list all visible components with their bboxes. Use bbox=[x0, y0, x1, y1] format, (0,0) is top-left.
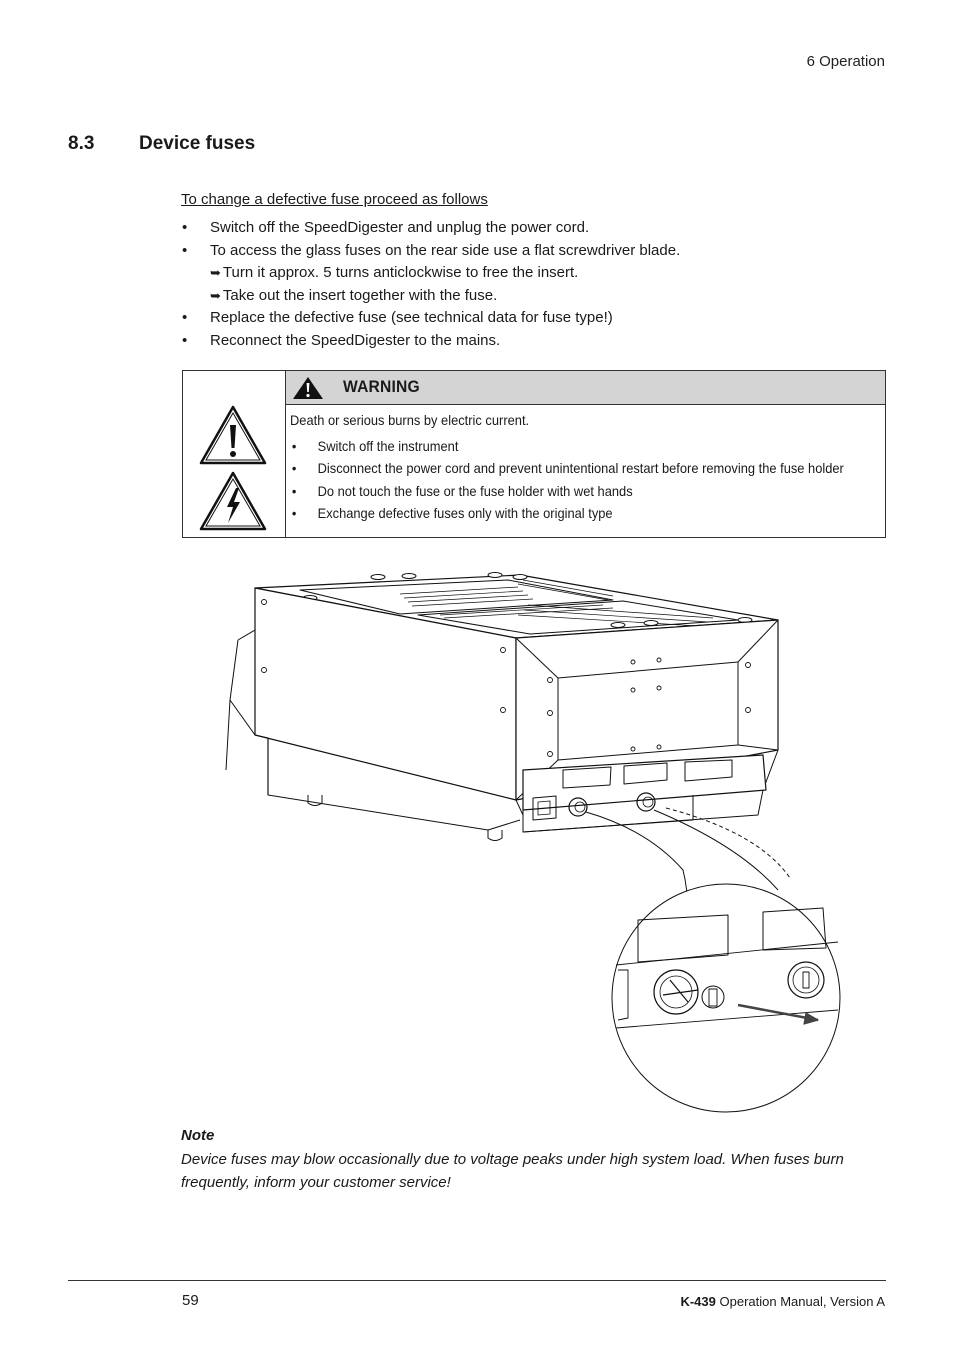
note-text: Device fuses may blow occasionally due t… bbox=[181, 1151, 844, 1191]
electric-hazard-icon bbox=[199, 471, 267, 531]
result-arrow-icon: ➥ bbox=[210, 287, 221, 303]
page-number: 59 bbox=[182, 1292, 199, 1309]
model-name: K-439 bbox=[680, 1294, 716, 1309]
hazard-icons bbox=[199, 405, 267, 531]
warning-item: •Disconnect the power cord and prevent u… bbox=[291, 460, 844, 476]
warning-icons bbox=[183, 371, 286, 537]
warning-box: WARNING Death or serious burns by electr… bbox=[182, 370, 886, 538]
warning-lead: Death or serious burns by electric curre… bbox=[290, 412, 530, 428]
step-item: •Switch off the SpeedDigester and unplug… bbox=[182, 219, 590, 236]
manual-version: Operation Manual, Version A bbox=[715, 1294, 886, 1309]
step-item: •Replace the defective fuse (see technic… bbox=[182, 309, 613, 326]
warning-header: WARNING bbox=[286, 371, 885, 405]
warning-title: WARNING bbox=[343, 377, 420, 396]
section-number: 8.3 bbox=[68, 133, 95, 154]
footer-rule bbox=[68, 1280, 886, 1281]
note-title: Note bbox=[181, 1127, 215, 1144]
fuse-illustration bbox=[225, 572, 841, 1113]
running-header: 6 Operation bbox=[806, 53, 885, 70]
warning-item: •Exchange defective fuses only with the … bbox=[291, 505, 613, 521]
warning-item: •Switch off the instrument bbox=[291, 437, 459, 454]
step-item: •Reconnect the SpeedDigester to the main… bbox=[182, 331, 501, 349]
warning-body: Death or serious burns by electric curre… bbox=[290, 409, 844, 525]
footer-manual-title: K-439 Operation Manual, Version A bbox=[680, 1294, 885, 1309]
warning-item: •Do not touch the fuse or the fuse holde… bbox=[291, 482, 633, 499]
step-result: ➥Turn it approx. 5 turns anticlockwise t… bbox=[210, 264, 579, 281]
step-item: •To access the glass fuses on the rear s… bbox=[182, 241, 681, 259]
procedure-intro: To change a defective fuse proceed as fo… bbox=[181, 191, 488, 208]
section-heading: 8.3 Device fuses bbox=[68, 133, 255, 155]
procedure-steps: •Switch off the SpeedDigester and unplug… bbox=[181, 217, 680, 352]
step-result: ➥Take out the insert together with the f… bbox=[210, 286, 498, 304]
general-warning-icon bbox=[199, 405, 267, 465]
warning-triangle-icon bbox=[293, 377, 323, 399]
section-title: Device fuses bbox=[139, 133, 256, 154]
result-arrow-icon: ➥ bbox=[210, 265, 221, 280]
